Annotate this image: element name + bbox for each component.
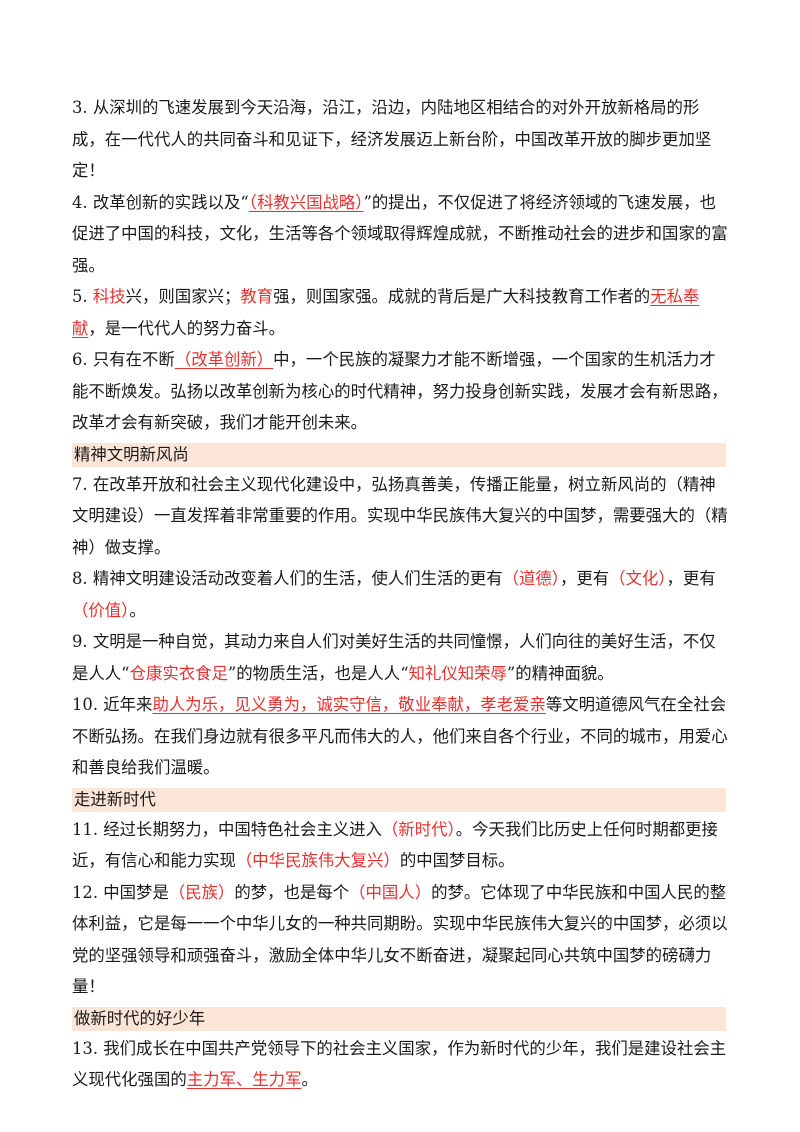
- item-13-answer: 主力军、生力军: [186, 1070, 302, 1089]
- item-9-text-c: ”的精神面貌。: [506, 663, 614, 683]
- item-4-text-a: 4. 改革创新的实践以及“: [72, 192, 249, 212]
- item-3-text: 3. 从深圳的飞速发展到今天沿海，沿江，沿边，内陆地区相结合的对外开放新格局的形…: [72, 98, 712, 180]
- item-8-answer-2: （文化）: [609, 569, 667, 588]
- item-6-answer: （改革创新）: [174, 350, 274, 369]
- item-11-text-b: 。今天我们比历史上任何时期都更接近，有信心和能力实现: [72, 819, 718, 871]
- item-12-answer-2: （中国人）: [349, 882, 432, 902]
- item-8: 8. 精神文明建设活动改变着人们的生活，使人们生活的更有（道德），更有（文化），…: [72, 563, 728, 626]
- item-12-text-a: 12. 中国梦是: [72, 882, 169, 902]
- item-12-answer-1: （民族）: [168, 882, 235, 902]
- item-13-text-b: 。: [301, 1070, 318, 1089]
- item-5-answer-1: 科技: [92, 287, 126, 306]
- item-8-text-a: 8. 精神文明建设活动改变着人们的生活，使人们生活的更有: [72, 569, 503, 588]
- item-9: 9. 文明是一种自觉，其动力来自人们对美好生活的共同憧憬，人们向往的美好生活，不…: [72, 626, 728, 689]
- section-heading-new-era: 走进新时代: [72, 787, 726, 812]
- item-5-text-c: 强，则国家强。成就的背后是广大科技教育工作者的: [273, 287, 651, 306]
- item-9-answer-1: 仓康实衣食足: [129, 663, 228, 683]
- item-9-text-a: 9. 文明是一种自觉，其动力来自人们对美好生活的共同憧憬，人们向往的美好生活，不…: [72, 632, 716, 683]
- item-7-text: 7. 在改革开放和社会主义现代化建设中，弘扬真善美，传播正能量，树立新风尚的（精…: [72, 474, 728, 557]
- item-5-text-a: 5.: [72, 287, 93, 306]
- item-11-text-a: 11. 经过长期努力，中国特色社会主义进入: [72, 819, 382, 839]
- item-11-text-c: 的中国梦目标。: [399, 851, 515, 870]
- item-5: 5. 科技兴，则国家兴；教育强，则国家强。成就的背后是广大科技教育工作者的无私奉…: [72, 281, 728, 344]
- item-6-text-a: 6. 只有在不断: [72, 350, 175, 369]
- item-9-text-b: ”的物质生活，也是人人“: [227, 663, 409, 683]
- item-12-text-b: 的梦，也是每个: [234, 882, 350, 902]
- item-4-answer: （科教兴国战略）: [248, 192, 364, 212]
- item-10-answer: 助人为乐，见义勇为，诚实守信，敬业奉献，孝老爱亲: [152, 695, 546, 714]
- item-7: 7. 在改革开放和社会主义现代化建设中，弘扬真善美，传播正能量，树立新风尚的（精…: [72, 469, 728, 564]
- item-10: 10. 近年来助人为乐，见义勇为，诚实守信，敬业奉献，孝老爱亲等文明道德风气在全…: [72, 689, 728, 784]
- item-9-answer-2: 知礼仪知荣辱: [408, 663, 507, 683]
- item-11-answer-2: （中华民族伟大复兴）: [235, 851, 400, 870]
- item-6: 6. 只有在不断（改革创新）中，一个民族的凝聚力才能不断增强，一个国家的生机活力…: [72, 344, 728, 439]
- section-heading-spiritual-civilization: 精神文明新风尚: [72, 442, 726, 467]
- item-8-text-d: 。: [129, 600, 146, 620]
- item-8-answer-1: （道德）: [502, 569, 560, 588]
- item-12-text-c: 的梦。它体现了中华民族和中国人民的整体利益，它是每一一个中华儿女的一种共同期盼。…: [72, 882, 728, 997]
- item-5-answer-3: 无私奉献: [72, 287, 700, 338]
- item-8-text-b: ，更有: [560, 569, 610, 588]
- item-8-text-c: ，更有: [666, 569, 716, 588]
- item-4: 4. 改革创新的实践以及“（科教兴国战略）”的提出，不仅促进了将经济领域的飞速发…: [72, 187, 728, 282]
- item-11-answer-1: （新时代）: [381, 819, 456, 839]
- document-content: 3. 从深圳的飞速发展到今天沿海，沿江，沿边，内陆地区相结合的对外开放新格局的形…: [72, 92, 728, 1096]
- item-8-answer-3: （价值）: [72, 600, 130, 620]
- item-5-text-b: 兴，则国家兴；: [125, 287, 241, 306]
- item-10-text-b: 等文明道德风气在全社会不断弘扬。在我们身边就有很多平凡而伟大的人，他们来自各个行…: [72, 695, 728, 777]
- section-heading-good-youth: 做新时代的好少年: [72, 1006, 726, 1031]
- item-13-text-a: 13. 我们成长在中国共产党领导下的社会主义国家，作为新时代的少年，我们是建设社…: [72, 1038, 727, 1090]
- item-5-answer-2: 教育: [240, 287, 274, 306]
- item-6-text-b: 中，一个民族的凝聚力才能不断增强，一个国家的生机活力才能不断焕发。弘扬以改革创新…: [72, 350, 728, 432]
- item-11: 11. 经过长期努力，中国特色社会主义进入（新时代）。今天我们比历史上任何时期都…: [72, 814, 728, 877]
- item-12: 12. 中国梦是（民族）的梦，也是每个（中国人）的梦。它体现了中华民族和中国人民…: [72, 877, 728, 1003]
- item-3: 3. 从深圳的飞速发展到今天沿海，沿江，沿边，内陆地区相结合的对外开放新格局的形…: [72, 92, 728, 187]
- item-10-text-a: 10. 近年来: [72, 695, 153, 714]
- item-5-text-d: ，是一代代人的努力奋斗。: [88, 318, 286, 338]
- item-13: 13. 我们成长在中国共产党领导下的社会主义国家，作为新时代的少年，我们是建设社…: [72, 1033, 728, 1096]
- item-4-text-b: ”的提出，不仅促进了将经济领域的飞速发展，也促进了中国的科技，文化，生活等各个领…: [72, 192, 728, 275]
